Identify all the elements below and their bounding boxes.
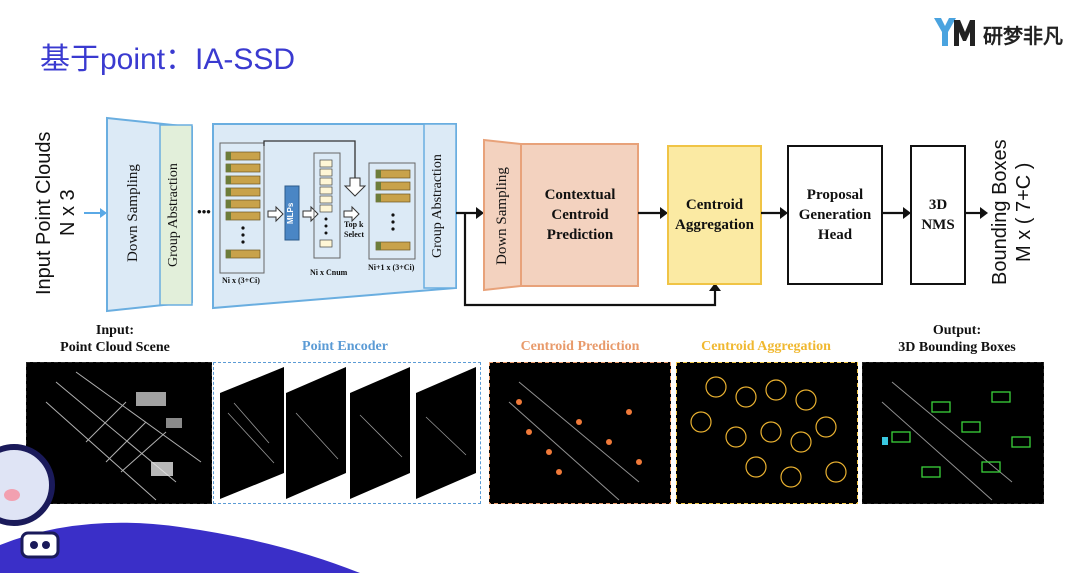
caption-centroid-aggregation: Centroid Aggregation	[701, 339, 831, 354]
contextual-label: Contextual Centroid Prediction	[544, 187, 616, 243]
output-scene-image	[862, 362, 1044, 504]
group-abstraction-1-label: Group Abstraction	[166, 163, 181, 267]
caption-output: Output: 3D Bounding Boxes	[898, 323, 1016, 355]
logo-mark-icon	[934, 18, 975, 46]
output-label: Bounding Boxes M x ( 7+C )	[988, 124, 1036, 300]
decorative-mascot-icon	[0, 444, 360, 573]
group-abstraction-2-label: Group Abstraction	[430, 154, 445, 258]
caption-point-encoder: Point Encoder	[302, 339, 388, 354]
select-label: Select	[344, 230, 364, 239]
output-label-line1: Bounding Boxes	[989, 139, 1011, 285]
logo	[932, 14, 976, 50]
pipeline-diagram	[84, 116, 988, 313]
input-label-line2: N x 3	[57, 189, 79, 237]
input-scene-image	[26, 362, 212, 504]
group-abstraction-2-box	[423, 123, 457, 289]
proposal-label: Proposal Generation Head	[798, 187, 872, 243]
output-label-line2: M x ( 7+C )	[1013, 162, 1035, 262]
feature-stack-middle	[313, 152, 341, 259]
nms-label: 3D NMS	[921, 197, 955, 233]
encoder-down-sampling-label: Down Sampling	[125, 164, 141, 262]
contextual-box	[520, 143, 639, 287]
input-label-line1: Input Point Clouds	[33, 131, 55, 295]
logo-text: 研梦非凡	[983, 24, 1063, 48]
point-encoder-stages	[220, 367, 476, 499]
page-title: 基于point：IA-SSD	[40, 43, 296, 76]
aggregation-box	[667, 145, 762, 285]
point-encoder-images	[213, 362, 481, 504]
mlps-box	[284, 185, 300, 241]
encoder-ellipsis: •••	[197, 204, 211, 219]
dim-label-3: Ni+1 x (3+Ci)	[368, 263, 415, 272]
caption-centroid-prediction: Centroid Prediction	[520, 339, 640, 354]
centroid-aggregation-image	[676, 362, 858, 504]
dim-label-1: Ni x (3+Ci)	[222, 276, 260, 285]
centroid-prediction-image	[489, 362, 671, 504]
top-k-label: Top k	[344, 220, 364, 229]
dim-label-2: Ni x Cnum	[310, 268, 348, 277]
feature-stack-right	[368, 162, 416, 260]
nms-box	[910, 145, 966, 285]
feature-stack-left	[219, 142, 265, 274]
aggregation-label: Centroid Aggregation	[675, 197, 754, 233]
head-down-sampling-label: Down Sampling	[494, 167, 510, 265]
proposal-box	[787, 145, 883, 285]
mlps-label: MLPs	[286, 202, 295, 224]
group-abstraction-1-box	[159, 124, 193, 306]
input-label: Input Point Clouds N x 3	[32, 122, 80, 304]
caption-input: Input: Point Cloud Scene	[60, 323, 170, 355]
